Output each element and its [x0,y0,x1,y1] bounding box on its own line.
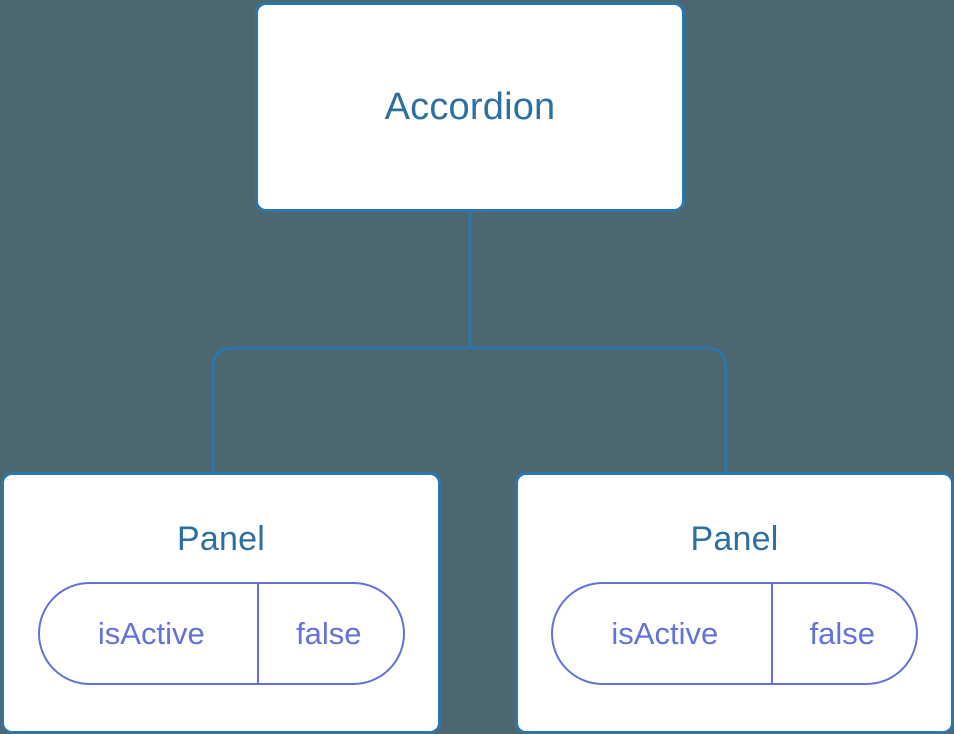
node-panel-1[interactable]: Panel isActive false [515,472,954,734]
node-title: Accordion [384,86,556,128]
node-accordion[interactable]: Accordion [255,2,685,212]
edge-to-panel-0 [211,346,470,476]
prop-pill-isactive[interactable]: isActive false [551,582,918,685]
node-title: Panel [177,520,265,558]
prop-value: false [296,616,362,651]
prop-value: false [809,616,876,651]
node-title: Panel [690,520,779,558]
prop-key: isActive [553,584,773,683]
prop-pill-isactive[interactable]: isActive false [37,582,405,685]
prop-key: isActive [40,584,260,683]
edge-to-panel-1 [470,346,728,476]
node-panel-0[interactable]: Panel isActive false [1,472,441,734]
